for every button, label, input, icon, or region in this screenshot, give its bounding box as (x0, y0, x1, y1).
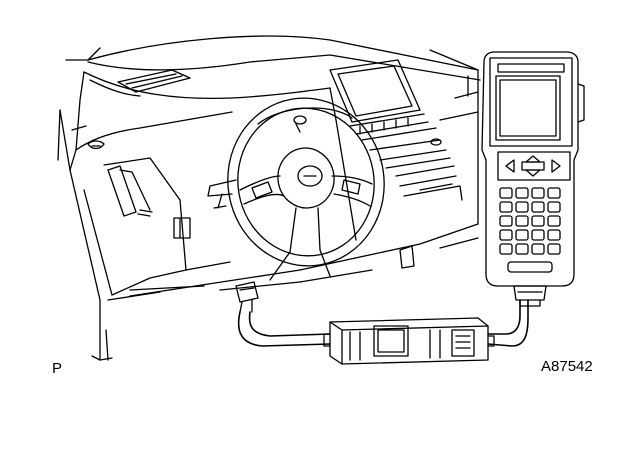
dashboard (57, 35, 481, 361)
up-down-arrow-icon (525, 155, 541, 163)
handheld-tester (481, 51, 585, 307)
dlc-connector (235, 281, 259, 313)
center-display-unit (329, 59, 463, 201)
tester-screen (495, 75, 561, 141)
tester-keypad (499, 187, 561, 255)
right-arrow-icon (551, 159, 561, 173)
tester-cable (237, 299, 529, 347)
page-marker: P (52, 360, 63, 377)
interface-module (323, 317, 495, 365)
steering-wheel (207, 97, 385, 281)
figure-id-label: A87542 (541, 358, 593, 375)
left-arrow-icon (505, 159, 515, 173)
